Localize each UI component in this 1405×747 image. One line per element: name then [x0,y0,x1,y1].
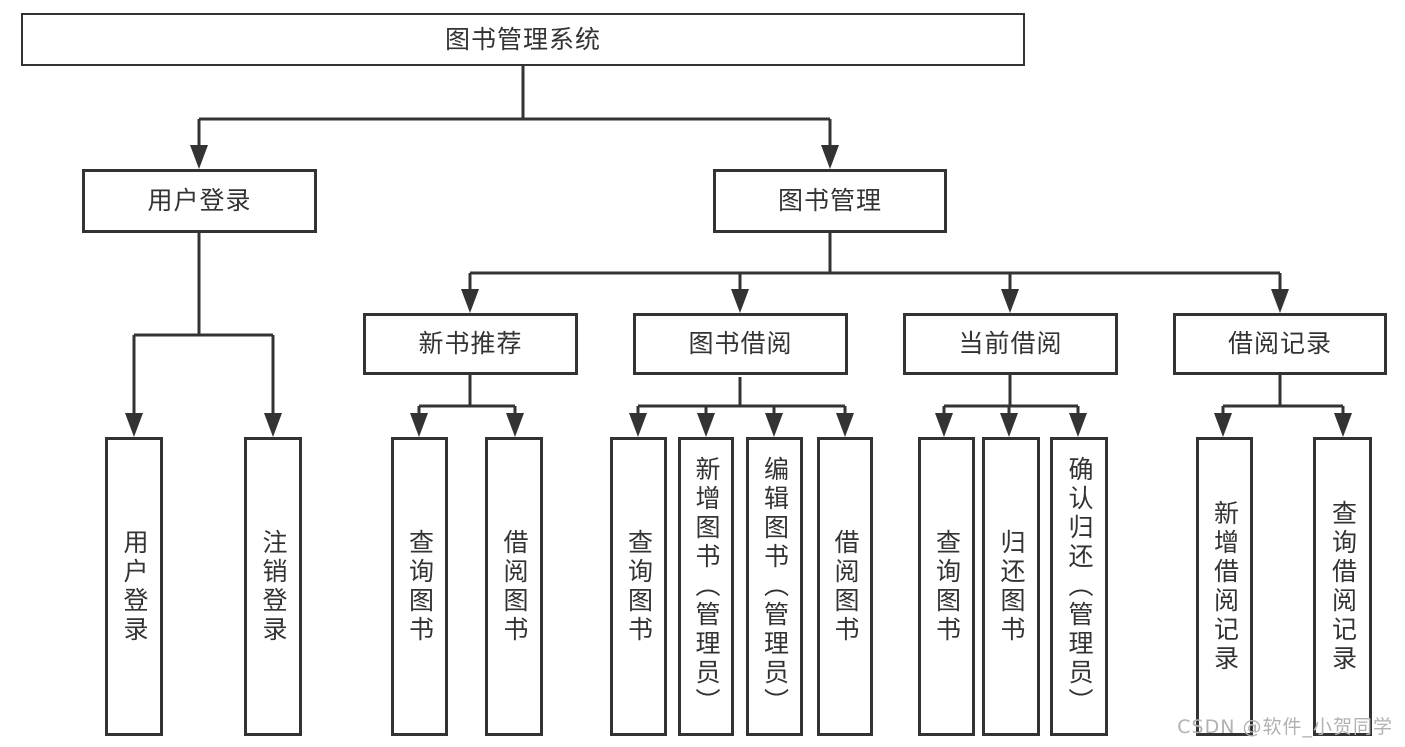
node-label: 查询借阅记录 [1328,499,1358,674]
node-book-management: 图书管理 [713,169,947,233]
node-label: 编辑图书（管理员） [760,456,790,717]
node-leaf-add-borrow-record: 新增借阅记录 [1196,437,1253,736]
node-label: 图书管理 [777,186,882,215]
node-user-login: 用户登录 [82,169,317,233]
node-label: 当前借阅 [958,329,1063,358]
node-label: 新增图书（管理员） [692,456,721,717]
node-leaf-add-books-admin: 新增图书（管理员） [678,437,734,736]
node-leaf-query-books-current: 查询图书 [918,437,975,736]
node-book-borrowing: 图书借阅 [633,313,848,375]
node-label: 查询图书 [405,528,435,645]
node-label: 注销登录 [259,528,288,645]
node-leaf-borrow-books-borrowing: 借阅图书 [817,437,873,736]
node-leaf-edit-books-admin: 编辑图书（管理员） [746,437,803,736]
node-label: 新增借阅记录 [1210,499,1240,674]
node-label: 确认归还（管理员） [1065,456,1094,717]
node-current-borrowing: 当前借阅 [903,313,1118,375]
node-leaf-confirm-return-admin: 确认归还（管理员） [1050,437,1108,736]
connector-borrowing-records [1214,375,1352,437]
connector-book-management [461,233,1289,313]
node-label: 用户登录 [147,186,252,215]
node-book-management-system: 图书管理系统 [21,13,1025,66]
node-leaf-return-books: 归还图书 [982,437,1040,736]
connector-book-borrowing [629,377,854,437]
node-label: 借阅图书 [831,528,860,645]
node-label: 归还图书 [997,528,1026,645]
node-label: 查询图书 [624,528,654,645]
connector-new-book-recommend [410,375,524,437]
node-label: 借阅图书 [500,528,529,645]
connector-current-borrowing [935,375,1087,437]
watermark: CSDN @软件_小贺同学 [1177,716,1393,738]
node-label: 新书推荐 [418,329,523,358]
node-label: 借阅记录 [1227,329,1332,358]
node-leaf-query-books-borrowing: 查询图书 [610,437,667,736]
node-label: 查询图书 [932,528,962,645]
node-leaf-borrow-books-recommend: 借阅图书 [485,437,543,736]
node-label: 图书管理系统 [444,24,601,54]
node-new-book-recommend: 新书推荐 [363,313,578,375]
connector-user-login [125,233,282,437]
node-label: 用户登录 [120,528,149,645]
connector-root [190,66,839,169]
node-leaf-user-login: 用户登录 [105,437,163,736]
node-label: 图书借阅 [688,329,793,358]
node-leaf-logout: 注销登录 [244,437,302,736]
node-borrowing-records: 借阅记录 [1173,313,1387,375]
node-leaf-query-books-recommend: 查询图书 [391,437,448,736]
node-leaf-query-borrow-record: 查询借阅记录 [1313,437,1372,736]
